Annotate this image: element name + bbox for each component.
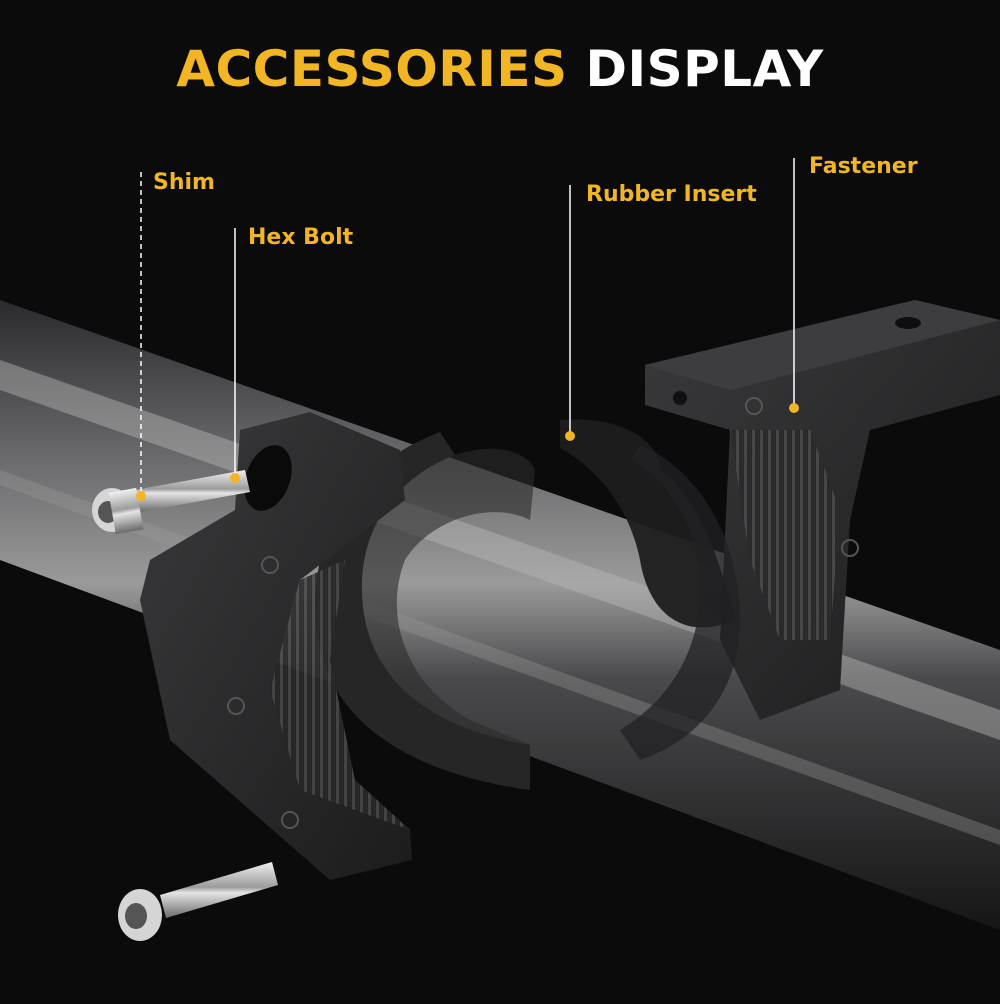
title-highlight: ACCESSORIES bbox=[176, 40, 568, 98]
title-rest: DISPLAY bbox=[585, 40, 824, 98]
label-fastener: Fastener bbox=[809, 154, 918, 179]
callout-dots bbox=[136, 403, 799, 501]
callout-lines bbox=[140, 158, 795, 496]
label-rubber-insert: Rubber Insert bbox=[586, 182, 757, 207]
loose-bolt-part bbox=[118, 862, 278, 941]
hex-bolt-part bbox=[92, 470, 250, 535]
page-title: ACCESSORIES DISPLAY bbox=[0, 40, 1000, 98]
rubber-insert-part bbox=[560, 419, 740, 760]
label-shim: Shim bbox=[153, 170, 215, 195]
front-clamp-part bbox=[140, 412, 412, 880]
label-hex-bolt: Hex Bolt bbox=[248, 225, 354, 250]
